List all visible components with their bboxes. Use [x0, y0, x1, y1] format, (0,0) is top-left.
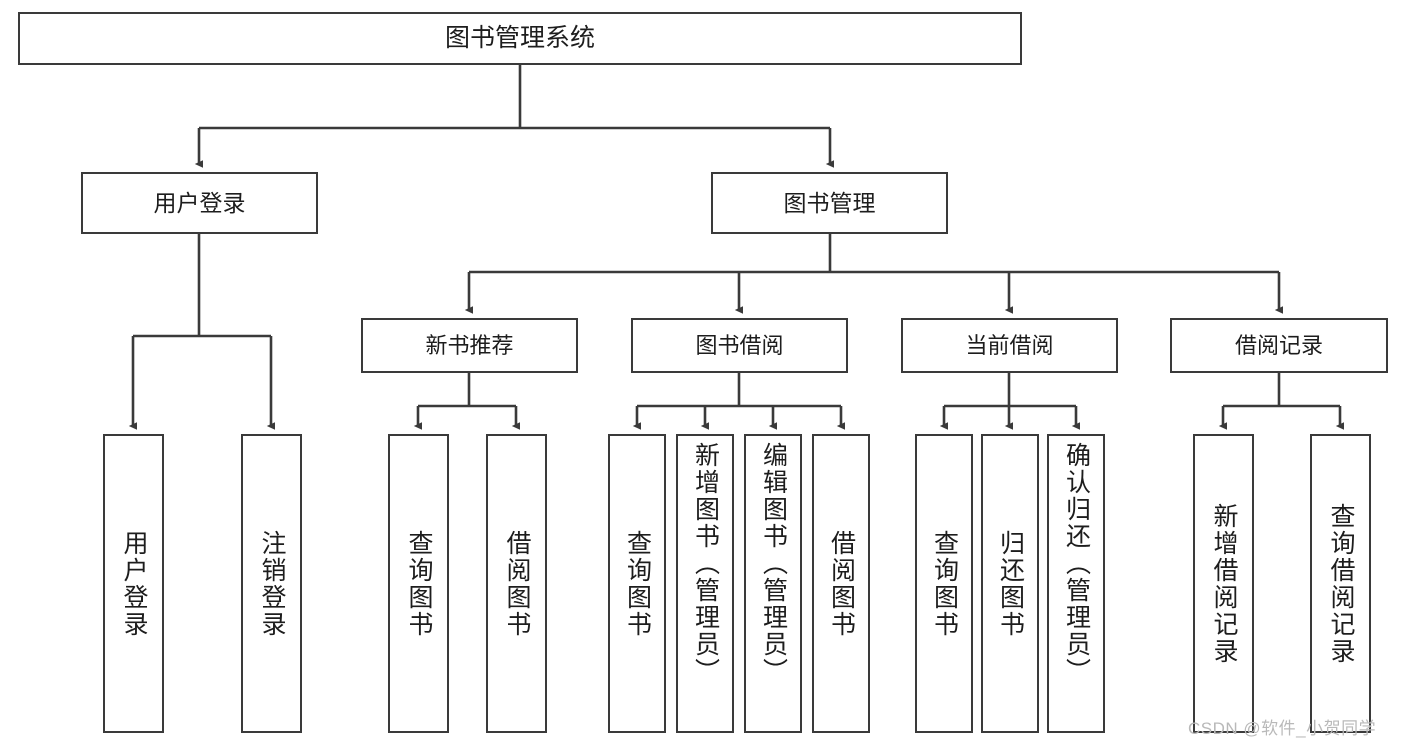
leaf-add-book-admin[interactable]: 新增图书（管理员）: [676, 434, 734, 733]
node-current-borrow[interactable]: 当前借阅: [901, 318, 1118, 373]
leaf-add-borrow-record[interactable]: 新增借阅记录: [1193, 434, 1254, 733]
node-label: 查询借阅记录: [1327, 502, 1355, 665]
leaf-query-book-current[interactable]: 查询图书: [915, 434, 973, 733]
node-label: 查询图书: [623, 529, 652, 638]
node-label: 新书推荐: [425, 332, 514, 358]
leaf-query-borrow-record[interactable]: 查询借阅记录: [1310, 434, 1371, 733]
node-label: 新增借阅记录: [1210, 502, 1238, 665]
leaf-query-book-recommend[interactable]: 查询图书: [388, 434, 449, 733]
leaf-user-login[interactable]: 用户登录: [103, 434, 164, 733]
node-label: 图书管理: [783, 189, 876, 216]
node-borrow-record[interactable]: 借阅记录: [1170, 318, 1388, 373]
leaf-return-book[interactable]: 归还图书: [981, 434, 1039, 733]
node-book-borrow[interactable]: 图书借阅: [631, 318, 848, 373]
node-label: 归还图书: [996, 529, 1025, 638]
node-label: 图书管理系统: [444, 24, 595, 53]
node-label: 借阅图书: [503, 529, 531, 638]
leaf-confirm-return-admin[interactable]: 确认归还（管理员）: [1047, 434, 1105, 733]
node-label: 查询图书: [405, 529, 433, 638]
node-label: 注销登录: [258, 529, 286, 638]
node-label: 确认归还（管理员）: [1062, 442, 1091, 685]
node-new-book-recommend[interactable]: 新书推荐: [361, 318, 578, 373]
leaf-edit-book-admin[interactable]: 编辑图书（管理员）: [744, 434, 802, 733]
leaf-query-book-borrow[interactable]: 查询图书: [608, 434, 666, 733]
leaf-borrow-book[interactable]: 借阅图书: [812, 434, 870, 733]
leaf-borrow-book-recommend[interactable]: 借阅图书: [486, 434, 547, 733]
node-label: 当前借阅: [965, 332, 1054, 358]
node-label: 编辑图书（管理员）: [759, 442, 788, 685]
node-label: 用户登录: [120, 529, 148, 638]
node-book-management[interactable]: 图书管理: [711, 172, 948, 234]
node-label: 新增图书（管理员）: [691, 442, 720, 685]
leaf-user-logout[interactable]: 注销登录: [241, 434, 302, 733]
node-label: 用户登录: [153, 189, 246, 216]
watermark: CSDN @软件_小贺同学: [1188, 719, 1377, 738]
node-label: 查询图书: [930, 529, 959, 638]
node-user-login[interactable]: 用户登录: [81, 172, 318, 234]
node-root-system[interactable]: 图书管理系统: [18, 12, 1022, 65]
node-label: 借阅图书: [827, 529, 856, 638]
node-label: 图书借阅: [695, 332, 784, 358]
node-label: 借阅记录: [1234, 332, 1323, 358]
